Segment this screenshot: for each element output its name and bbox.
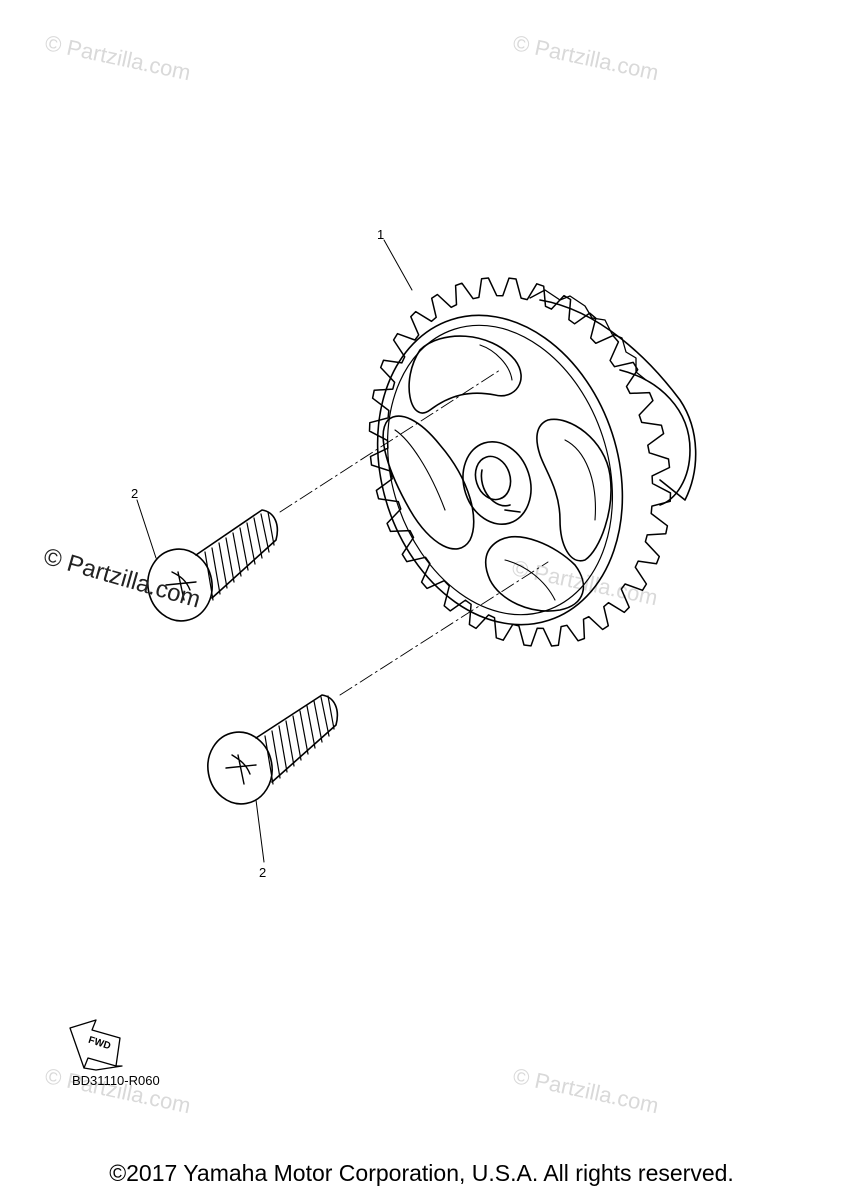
copyright-notice: ©2017 Yamaha Motor Corporation, U.S.A. A…	[109, 1160, 734, 1186]
gear-window-bottom	[484, 536, 585, 612]
gear-rim	[376, 314, 624, 626]
gear-window-left	[382, 415, 475, 550]
callout-gear: 1	[377, 227, 385, 242]
screw-upper-head	[147, 548, 213, 622]
oil-pump-gear	[368, 277, 697, 647]
diagram-code: BD31110-R060	[72, 1073, 160, 1088]
gear-window-right	[536, 418, 612, 562]
gear-center-boss	[462, 440, 532, 526]
screw-lower-shank	[255, 694, 339, 783]
gear-teeth-ring	[368, 277, 672, 647]
leader-lines	[136, 239, 413, 863]
gear-rear-housing	[539, 299, 697, 501]
screw-lower-thread	[264, 695, 335, 785]
screw-lower	[207, 694, 339, 805]
screw-lower-head	[207, 731, 273, 805]
gear-window-top	[408, 335, 522, 414]
screw-upper-thread	[204, 511, 275, 601]
screw-upper	[147, 509, 279, 622]
callout-screw-upper: 2	[131, 486, 139, 501]
screw-upper-shank	[195, 509, 279, 599]
assembly-lines	[279, 369, 549, 696]
callout-screw-lower: 2	[259, 865, 267, 880]
fwd-arrow-icon	[69, 1019, 123, 1071]
